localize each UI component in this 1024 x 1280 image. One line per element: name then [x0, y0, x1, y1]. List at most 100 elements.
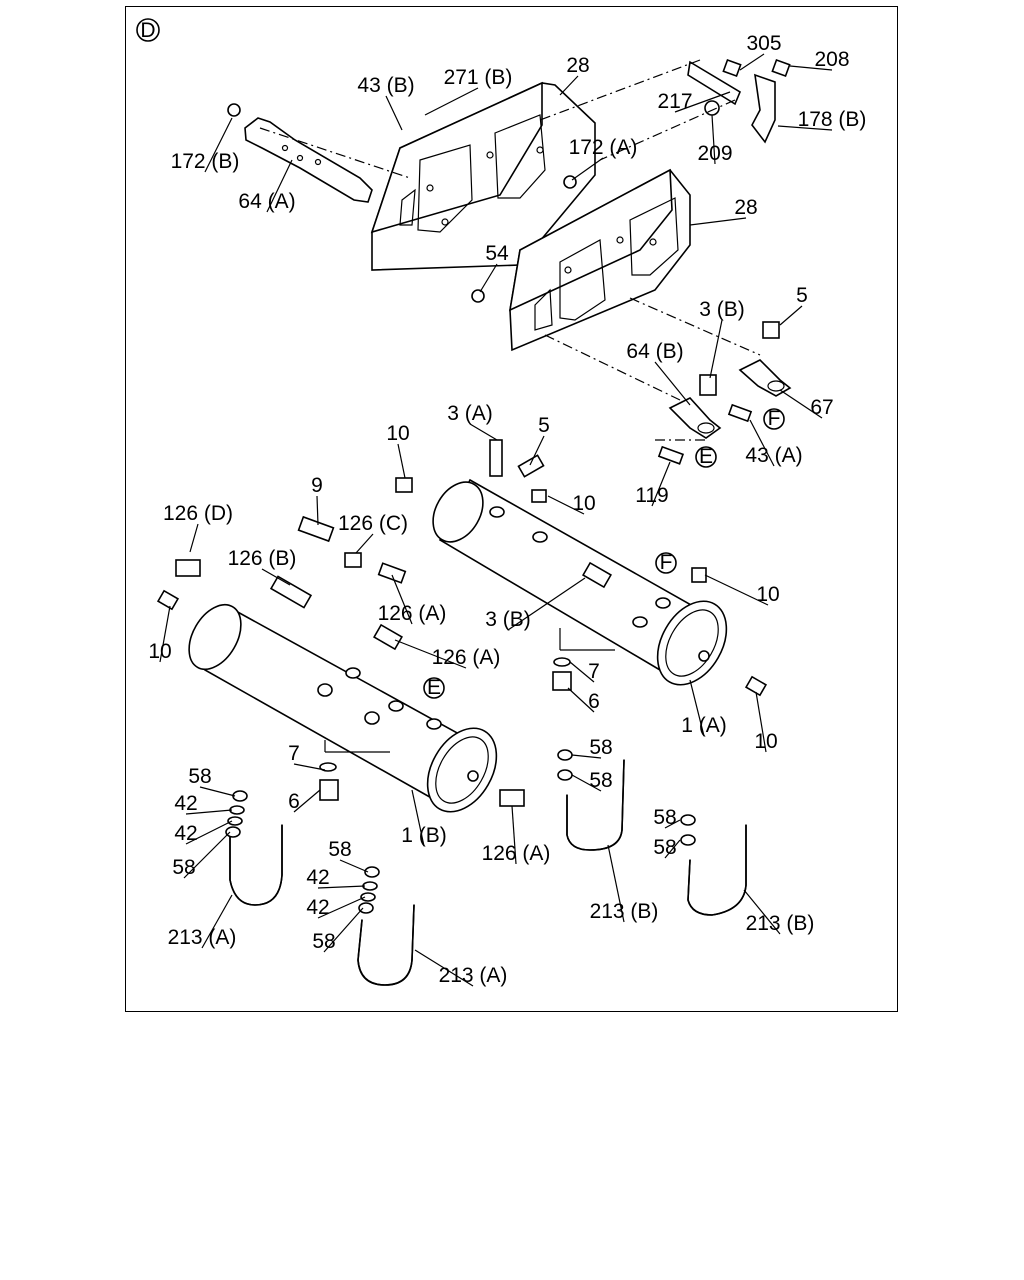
svg-text:F: F	[768, 407, 781, 430]
callout-label: 58	[589, 736, 612, 759]
leader-line	[185, 809, 233, 815]
callout-label: 42	[174, 822, 197, 845]
callout-label: 64 (B)	[626, 340, 683, 363]
leader-line	[317, 896, 366, 919]
svg-text:F: F	[660, 551, 673, 574]
callout-label: 7	[288, 742, 300, 765]
callout-label: 178 (B)	[798, 108, 867, 131]
leader-line	[777, 125, 833, 131]
callout-label: 10	[756, 583, 779, 606]
callout-label: 217	[657, 90, 692, 113]
callout-label: 58	[589, 769, 612, 792]
leader-line	[185, 820, 233, 845]
leader-line	[159, 605, 171, 663]
callout-label: 58	[172, 856, 195, 879]
callout-label: 7	[588, 660, 600, 683]
callout-label: 9	[311, 474, 323, 497]
leader-line	[749, 419, 775, 467]
leader-line	[323, 907, 364, 953]
callout-label: 126 (A)	[378, 602, 447, 625]
view-marker: D	[136, 18, 160, 42]
callout-label: 126 (A)	[432, 646, 501, 669]
leader-line	[479, 263, 498, 293]
leader-line	[424, 87, 479, 116]
bracket-64a	[227, 103, 411, 203]
leader-line	[507, 577, 586, 631]
view-marker-label: D	[140, 19, 155, 42]
leader-line	[469, 423, 498, 441]
callout-label: 305	[746, 32, 781, 55]
callout-label: 10	[754, 730, 777, 753]
callout-label: 119	[635, 484, 668, 507]
leader-line	[316, 495, 319, 526]
leader-line	[385, 95, 403, 131]
svg-text:E: E	[699, 445, 713, 468]
callout-label: 28	[734, 196, 757, 219]
leader-line	[664, 819, 681, 829]
leader-line	[651, 461, 671, 507]
callout-label: 126 (C)	[338, 512, 408, 535]
leader-line	[414, 949, 474, 987]
leader-lines	[159, 53, 833, 987]
callout-label: 208	[814, 48, 849, 71]
callout-label: 5	[538, 414, 550, 437]
leader-line	[789, 65, 833, 71]
leader-line	[779, 305, 803, 326]
leader-line	[674, 91, 731, 113]
u-bolt-213a-left	[225, 790, 283, 906]
leader-line	[411, 789, 425, 847]
leader-line	[266, 159, 293, 213]
reference-markers: E F F E	[423, 407, 785, 699]
brackets-64b-67	[655, 321, 792, 465]
leader-line	[571, 774, 602, 792]
leader-line	[755, 691, 767, 753]
callout-label: 271 (B)	[444, 66, 513, 89]
callout-label: 1 (A)	[681, 714, 727, 737]
leader-line	[664, 839, 681, 859]
leader-line	[569, 661, 595, 683]
leader-line	[779, 389, 823, 419]
leader-line	[743, 889, 781, 935]
callout-label: 10	[148, 640, 171, 663]
callout-label: 10	[572, 492, 595, 515]
callout-label: 42	[174, 792, 197, 815]
callout-label: 172 (B)	[171, 150, 240, 173]
callout-label: 42	[306, 866, 329, 889]
mounting-plate-lower	[471, 168, 761, 401]
callout-label: 126 (A)	[482, 842, 551, 865]
mounting-plate-upper	[370, 81, 596, 271]
callout-label: 213 (B)	[746, 912, 815, 935]
callout-label: 58	[328, 838, 351, 861]
callout-label: 213 (A)	[439, 964, 508, 987]
leader-line	[183, 831, 231, 879]
callout-label: 28	[566, 54, 589, 77]
leader-line	[739, 53, 765, 71]
leader-line	[711, 114, 716, 165]
svg-text:E: E	[427, 676, 441, 699]
callout-label: 209	[697, 142, 732, 165]
leader-line	[339, 859, 369, 873]
callout-label: 6	[588, 690, 600, 713]
leader-line	[317, 885, 366, 889]
callout-label: 54	[485, 242, 509, 265]
u-bolt-213b-center	[557, 749, 625, 851]
leader-line	[704, 574, 769, 606]
callout-label: 3 (B)	[485, 608, 531, 631]
leader-line	[293, 789, 321, 813]
leader-line	[394, 639, 467, 669]
leader-line	[293, 763, 326, 771]
leader-line	[654, 361, 691, 406]
leader-line	[571, 157, 604, 181]
callout-label: 6	[288, 790, 300, 813]
leader-line	[709, 319, 723, 379]
leader-line	[261, 568, 291, 586]
leader-line	[204, 117, 233, 173]
callout-label: 64 (A)	[238, 190, 295, 213]
callout-label: 3 (A)	[447, 402, 493, 425]
callout-label: 213 (B)	[590, 900, 659, 923]
air-tank-1b	[156, 515, 525, 813]
leader-line	[547, 495, 585, 515]
callout-label: 172 (A)	[569, 136, 638, 159]
